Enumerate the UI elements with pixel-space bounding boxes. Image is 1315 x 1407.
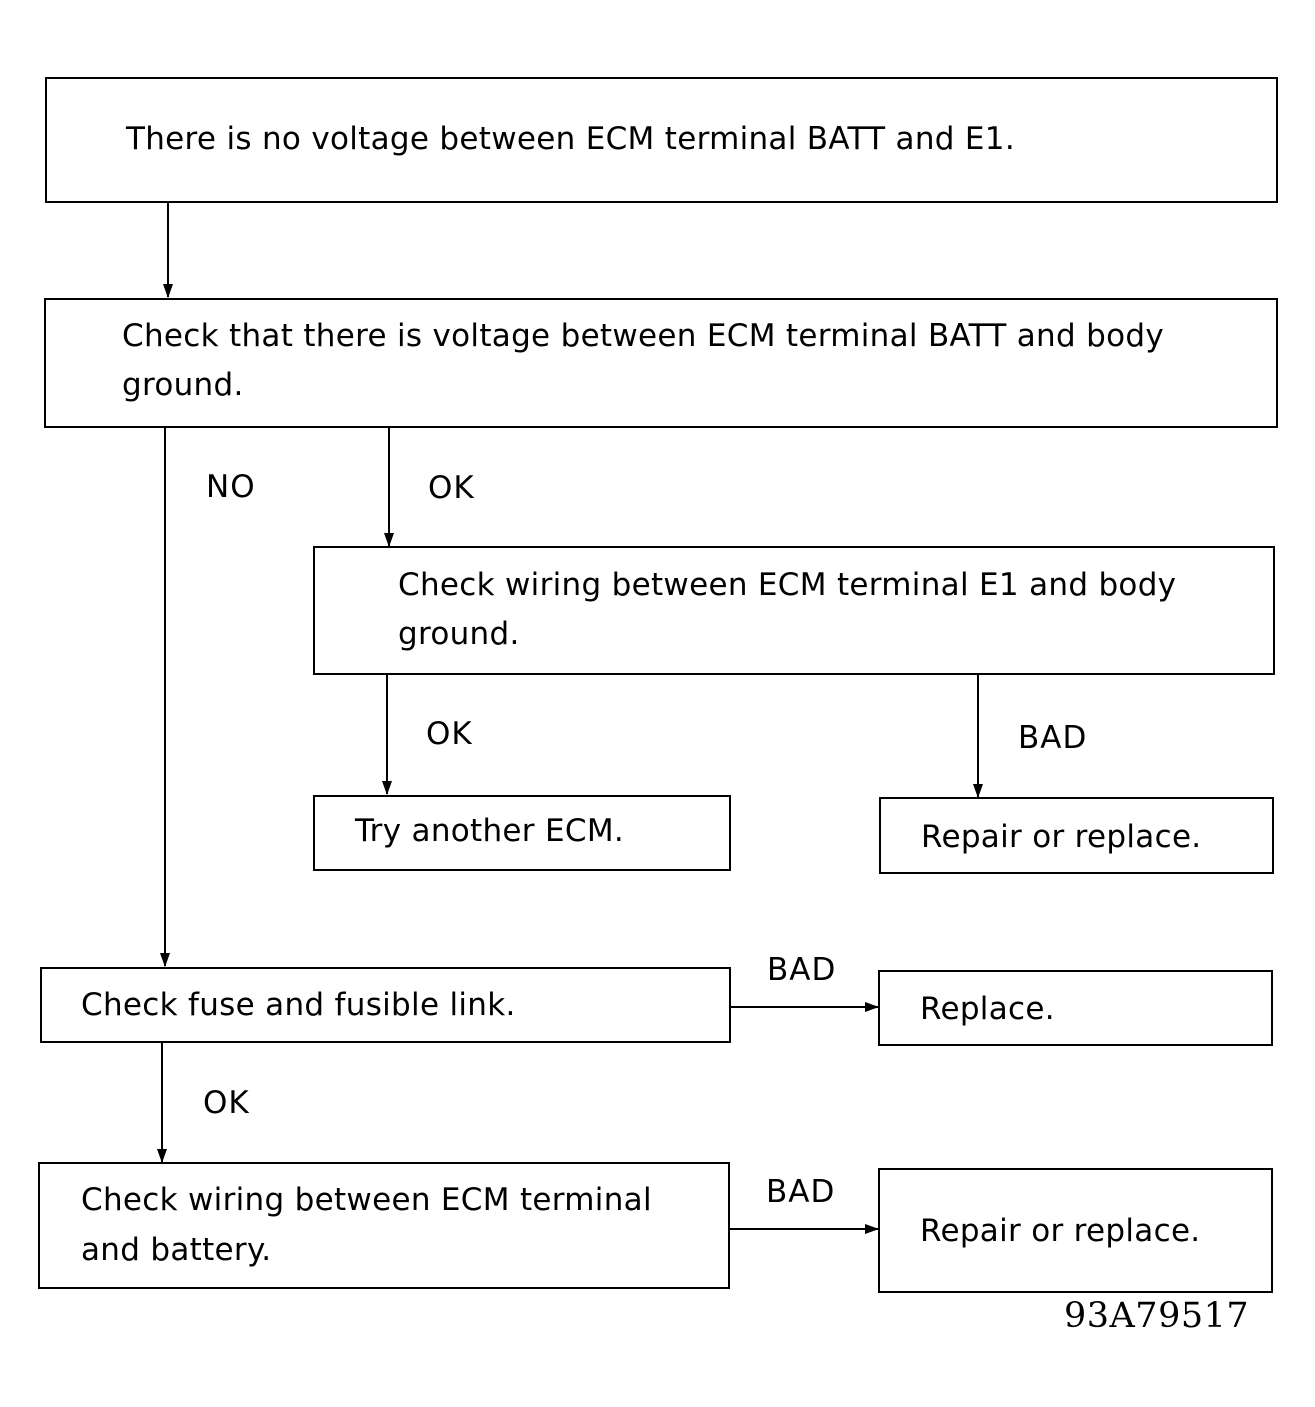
edge-label-bad-3: BAD bbox=[766, 1174, 836, 1210]
node-start bbox=[45, 77, 1278, 203]
node-repair-1-text: Repair or replace. bbox=[921, 819, 1202, 855]
node-repair-2 bbox=[878, 1168, 1273, 1293]
figure-reference-number: 93A79517 bbox=[1064, 1296, 1250, 1336]
edge-label-ok-2: OK bbox=[426, 716, 473, 752]
node-check-wiring bbox=[38, 1162, 730, 1289]
edge-label-bad-2: BAD bbox=[767, 952, 837, 988]
node-check-e1-text-line1: Check wiring between ECM terminal E1 and… bbox=[398, 567, 1177, 603]
node-check-wiring-text-line2: and battery. bbox=[81, 1232, 272, 1268]
node-check-batt-text-line2: ground. bbox=[122, 367, 244, 403]
node-replace-text: Replace. bbox=[920, 991, 1055, 1027]
node-check-fuse bbox=[40, 967, 731, 1043]
node-check-e1-text-line2: ground. bbox=[398, 616, 520, 652]
node-try-ecm-text: Try another ECM. bbox=[355, 813, 625, 849]
node-check-e1 bbox=[313, 546, 1275, 675]
node-replace bbox=[878, 970, 1273, 1046]
edge-label-ok-3: OK bbox=[203, 1085, 250, 1121]
node-check-batt-text-line1: Check that there is voltage between ECM … bbox=[122, 318, 1164, 354]
edge-label-bad-1: BAD bbox=[1018, 720, 1088, 756]
node-check-batt bbox=[44, 298, 1278, 428]
node-check-wiring-text-line1: Check wiring between ECM terminal bbox=[81, 1182, 652, 1218]
node-repair-2-text: Repair or replace. bbox=[920, 1213, 1201, 1249]
edge-label-no: NO bbox=[206, 469, 256, 505]
node-check-fuse-text: Check fuse and fusible link. bbox=[81, 987, 516, 1023]
node-try-ecm bbox=[313, 795, 731, 871]
edge-label-ok-1: OK bbox=[428, 470, 475, 506]
node-start-text: There is no voltage between ECM terminal… bbox=[126, 121, 1015, 157]
node-repair-1 bbox=[879, 797, 1274, 874]
